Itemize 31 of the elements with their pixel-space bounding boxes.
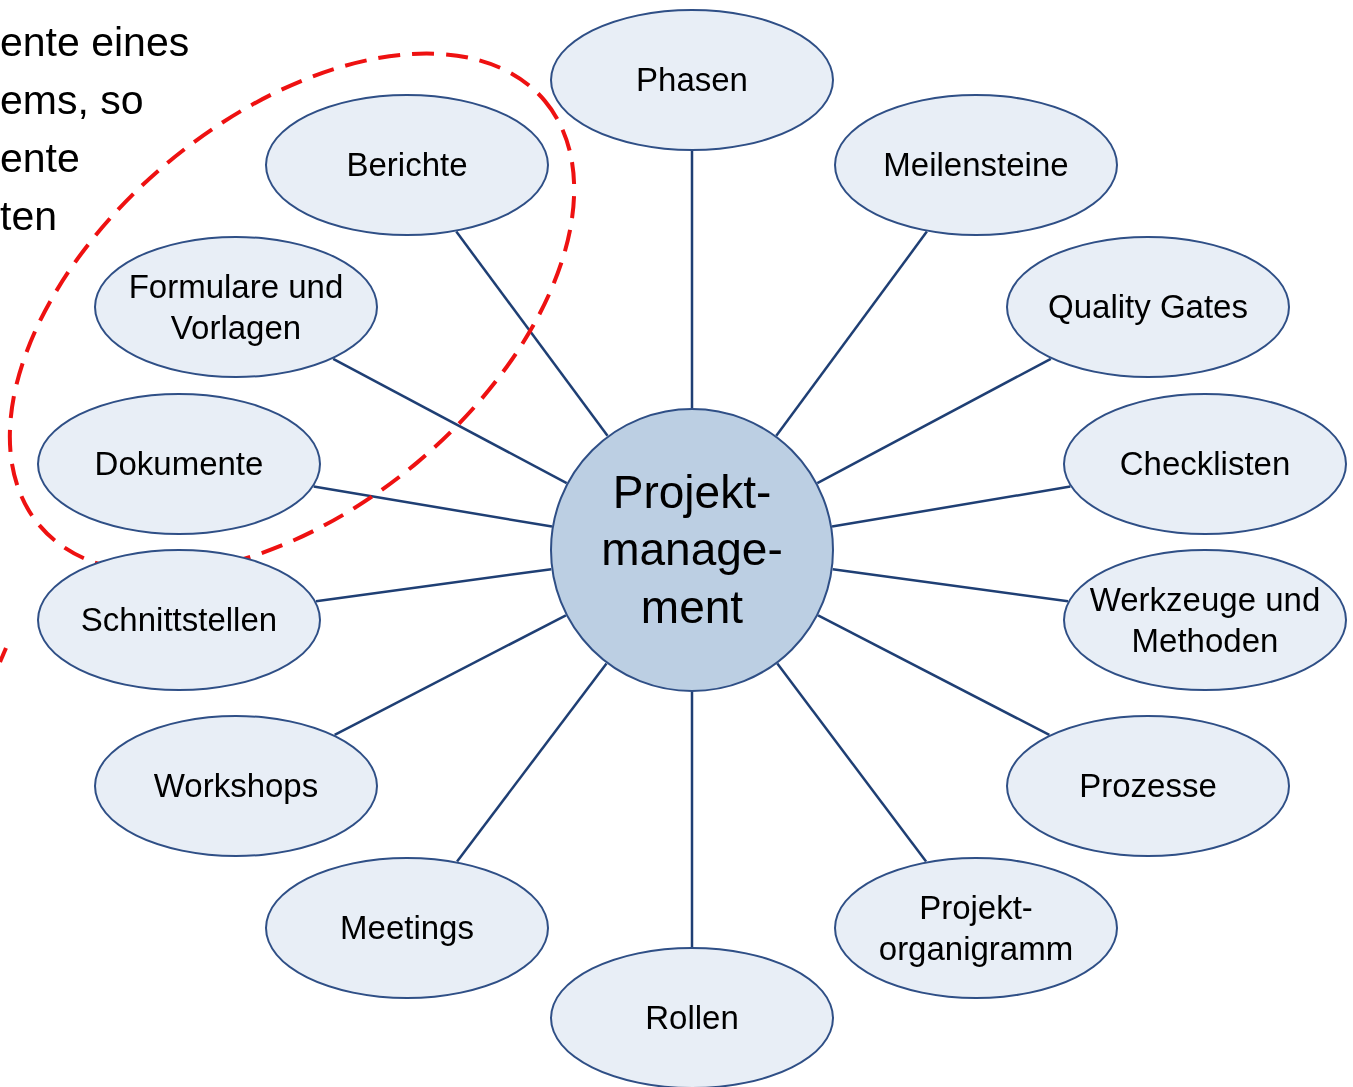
connector-line <box>456 662 608 863</box>
topic-ellipse: Meetings <box>265 857 549 999</box>
connector-line <box>776 662 928 863</box>
topic-ellipse: Workshops <box>94 715 378 857</box>
connector-line <box>334 614 567 737</box>
cropped-text-line: ems, so <box>0 80 144 121</box>
connector-line <box>831 485 1071 528</box>
topic-ellipse: Werkzeuge und Methoden <box>1063 549 1347 691</box>
connector-line <box>313 485 553 528</box>
connector-line <box>455 230 609 437</box>
connector-line <box>690 151 694 408</box>
topic-ellipse: Prozesse <box>1006 715 1290 857</box>
connector-line <box>816 357 1052 485</box>
topic-ellipse: Checklisten <box>1063 393 1347 535</box>
connector-line <box>775 230 928 437</box>
cropped-text-line: ente <box>0 138 80 179</box>
connector-line <box>690 692 694 947</box>
topic-ellipse: Projekt- organigramm <box>834 857 1118 999</box>
connector-line <box>332 357 568 485</box>
topic-ellipse: Phasen <box>550 9 834 151</box>
topic-ellipse: Meilensteine <box>834 94 1118 236</box>
cropped-text-line: ten <box>0 196 57 237</box>
topic-ellipse: Dokumente <box>37 393 321 535</box>
topic-ellipse: Berichte <box>265 94 549 236</box>
connector-line <box>817 614 1050 737</box>
cropped-text-line: ente eines <box>0 22 190 63</box>
topic-ellipse: Formulare und Vorlagen <box>94 236 378 378</box>
topic-ellipse: Rollen <box>550 947 834 1087</box>
topic-ellipse: Quality Gates <box>1006 236 1290 378</box>
center-circle: Projekt- manage- ment <box>550 408 834 692</box>
topic-ellipse: Schnittstellen <box>37 549 321 691</box>
